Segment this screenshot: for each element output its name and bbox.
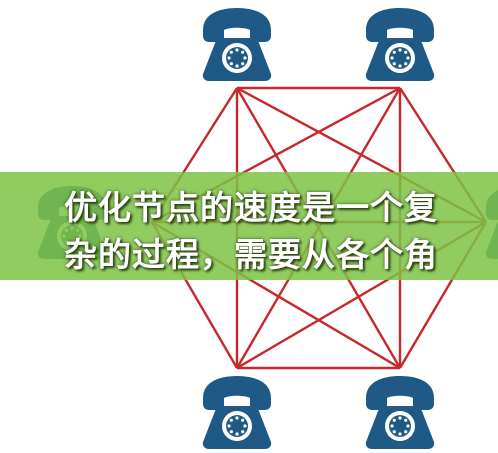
phone-top-left bbox=[202, 8, 272, 81]
phone-top-right bbox=[365, 8, 435, 81]
caption-line-1: 优化节点的速度是一个复 bbox=[64, 188, 438, 227]
caption-line-2: 杂的过程，需要从各个角 bbox=[64, 235, 438, 274]
telephone-icon bbox=[202, 8, 272, 81]
phone-bottom-right bbox=[365, 376, 435, 449]
telephone-icon bbox=[365, 376, 435, 449]
caption-banner: 优化节点的速度是一个复 杂的过程，需要从各个角 bbox=[0, 172, 498, 280]
telephone-icon bbox=[365, 8, 435, 81]
telephone-icon bbox=[202, 376, 272, 449]
phone-bottom-left bbox=[202, 376, 272, 449]
